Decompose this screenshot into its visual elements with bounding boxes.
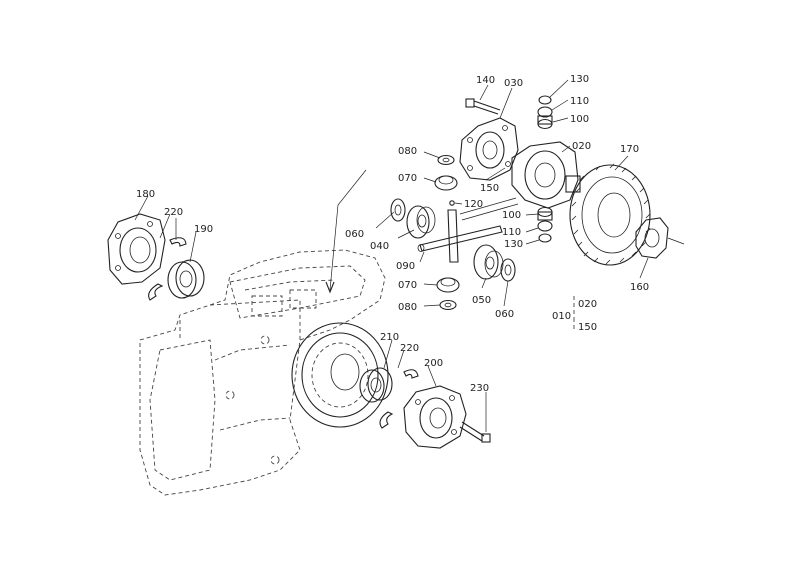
side-gear-040 [406, 205, 436, 239]
pinion-070-upper [434, 175, 458, 191]
thrust-washer-060-upper [390, 198, 406, 222]
washer-080-lower [439, 299, 457, 311]
label-170: 170 [620, 144, 639, 155]
label-080-upper: 080 [398, 146, 417, 157]
bearing-210 [359, 367, 393, 403]
part-labels: 140 030 130 110 100 020 080 070 150 170 … [136, 74, 649, 394]
cross-shaft-090 [417, 209, 503, 263]
label-220-lower: 220 [400, 343, 419, 354]
label-070-upper: 070 [398, 173, 417, 184]
washer-080-upper [437, 154, 455, 166]
transmission-housing [139, 249, 386, 496]
label-230: 230 [470, 383, 489, 394]
label-210: 210 [380, 332, 399, 343]
assembly-pointer [325, 169, 367, 294]
label-050: 050 [472, 295, 491, 306]
bearing-holder-180 [107, 213, 166, 285]
diff-case-020 [511, 141, 581, 209]
label-090: 090 [396, 261, 415, 272]
leader-lines [134, 79, 649, 432]
label-150-group: 150 [578, 322, 597, 333]
pinion-070-lower [436, 277, 460, 293]
label-120: 120 [464, 199, 483, 210]
label-040: 040 [370, 241, 389, 252]
housing-bearing-bore [291, 322, 389, 428]
bolt-140 [465, 98, 501, 115]
label-010: 010 [552, 311, 571, 322]
label-080-lower: 080 [398, 302, 417, 313]
diff-cover-030 [459, 117, 519, 181]
label-180: 180 [136, 189, 155, 200]
shaft-150 [459, 197, 519, 221]
ring-gear-170 [569, 163, 651, 266]
snap-ring-220-lower [379, 369, 419, 429]
label-130-lower: 130 [504, 239, 523, 250]
label-150: 150 [480, 183, 499, 194]
thrust-washer-060-lower [500, 258, 516, 282]
bearing-190 [167, 259, 205, 299]
label-110-upper: 110 [570, 96, 589, 107]
label-200: 200 [424, 358, 443, 369]
label-130-upper: 130 [570, 74, 589, 85]
label-100-upper: 100 [570, 114, 589, 125]
label-140: 140 [476, 75, 495, 86]
bearing-stack-upper [537, 95, 553, 130]
label-160: 160 [630, 282, 649, 293]
label-110-lower: 110 [502, 227, 521, 238]
snap-ring-220-left [148, 237, 187, 301]
label-020-group: 020 [578, 299, 597, 310]
label-060-lower: 060 [495, 309, 514, 320]
bearing-stack-lower [537, 206, 553, 243]
side-gear-050 [473, 244, 504, 280]
label-220-left: 220 [164, 207, 183, 218]
bolt-230 [459, 421, 491, 443]
pin-120 [449, 200, 455, 206]
label-190: 190 [194, 224, 213, 235]
label-100-lower: 100 [502, 210, 521, 221]
label-070-lower: 070 [398, 280, 417, 291]
label-060-upper: 060 [345, 229, 364, 240]
side-cover-160 [635, 217, 685, 259]
label-020: 020 [572, 141, 591, 152]
label-030: 030 [504, 78, 523, 89]
bearing-holder-200 [403, 385, 467, 449]
